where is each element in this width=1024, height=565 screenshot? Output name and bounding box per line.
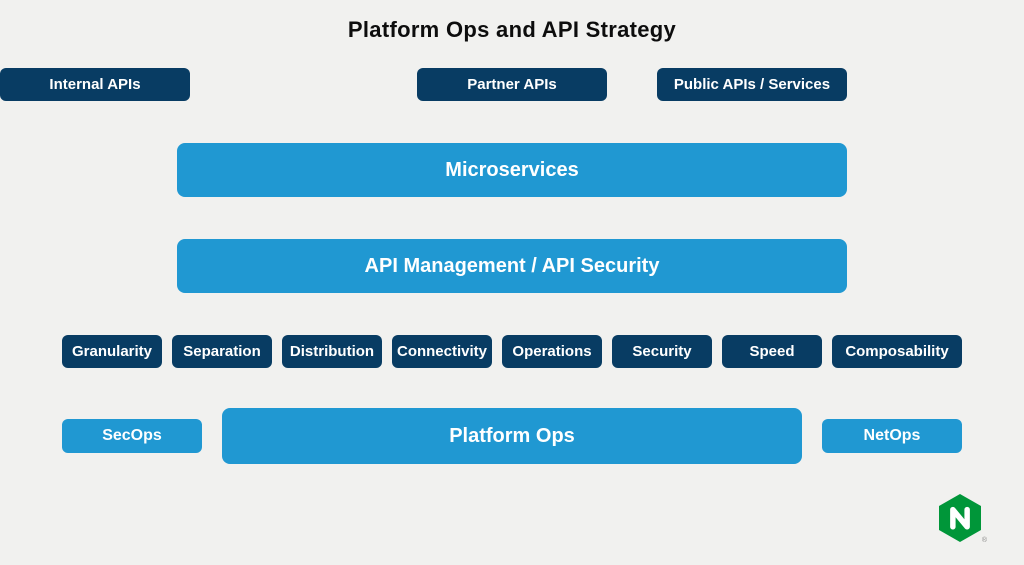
public-apis-services-box: Public APIs / Services [657, 68, 847, 101]
internal-apis-box: Internal APIs [0, 68, 190, 101]
capability-granularity-box: Granularity [62, 335, 162, 368]
capability-separation-box: Separation [172, 335, 272, 368]
secops-box: SecOps [62, 419, 202, 453]
diagram-title: Platform Ops and API Strategy [347, 17, 677, 42]
nginx-hexagon-icon [939, 494, 981, 542]
capability-composability-box: Composability [832, 335, 962, 368]
capability-connectivity-box: Connectivity [392, 335, 492, 368]
capability-speed-box: Speed [722, 335, 822, 368]
partner-apis-box: Partner APIs [417, 68, 607, 101]
capability-distribution-box: Distribution [282, 335, 382, 368]
capability-security-box: Security [612, 335, 712, 368]
microservices-box: Microservices [177, 143, 847, 197]
capability-operations-box: Operations [502, 335, 602, 368]
platform-ops-box: Platform Ops [222, 408, 802, 464]
registered-trademark-mark: ® [981, 537, 987, 544]
api-management-security-box: API Management / API Security [177, 239, 847, 293]
netops-box: NetOps [822, 419, 962, 453]
nginx-logo: ® [939, 494, 987, 546]
